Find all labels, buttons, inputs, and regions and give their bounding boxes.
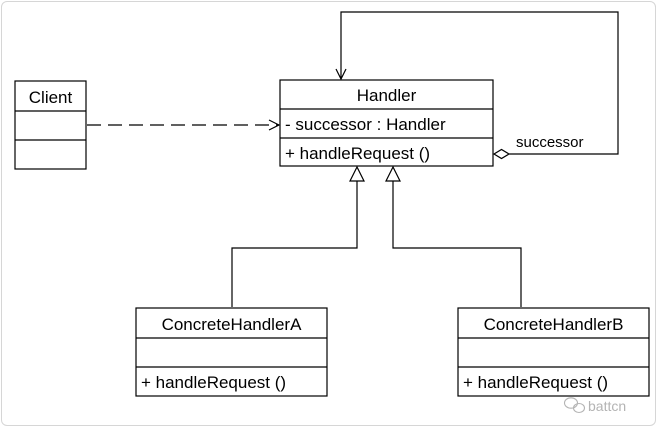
- handler-class-name: Handler: [357, 86, 417, 105]
- class-handler: Handler - successor : Handler + handleRe…: [279, 79, 494, 167]
- wechat-icon: [563, 397, 586, 414]
- class-concrete-handler-b: ConcreteHandlerB + handleRequest (): [457, 307, 650, 397]
- generalization-a: [231, 165, 365, 307]
- client-class-name: Client: [29, 88, 73, 107]
- watermark-text: battcn: [588, 398, 626, 414]
- inheritance-triangle-icon: [385, 165, 401, 182]
- watermark: battcn: [563, 397, 626, 414]
- concrete-handler-a-method: + handleRequest (): [141, 373, 286, 392]
- aggregation-diamond-icon: [492, 148, 511, 160]
- concrete-handler-b-method: + handleRequest (): [463, 373, 608, 392]
- class-client: Client: [14, 80, 87, 170]
- handler-attribute: - successor : Handler: [285, 115, 446, 134]
- successor-association: successor: [335, 11, 619, 160]
- inheritance-triangle-icon: [349, 165, 365, 182]
- association-label: successor: [516, 134, 584, 151]
- generalization-b: [385, 165, 522, 307]
- class-concrete-handler-a: ConcreteHandlerA + handleRequest (): [135, 307, 328, 397]
- concrete-handler-b-name: ConcreteHandlerB: [484, 315, 624, 334]
- handler-method: + handleRequest (): [285, 144, 430, 163]
- concrete-handler-a-name: ConcreteHandlerA: [162, 315, 303, 334]
